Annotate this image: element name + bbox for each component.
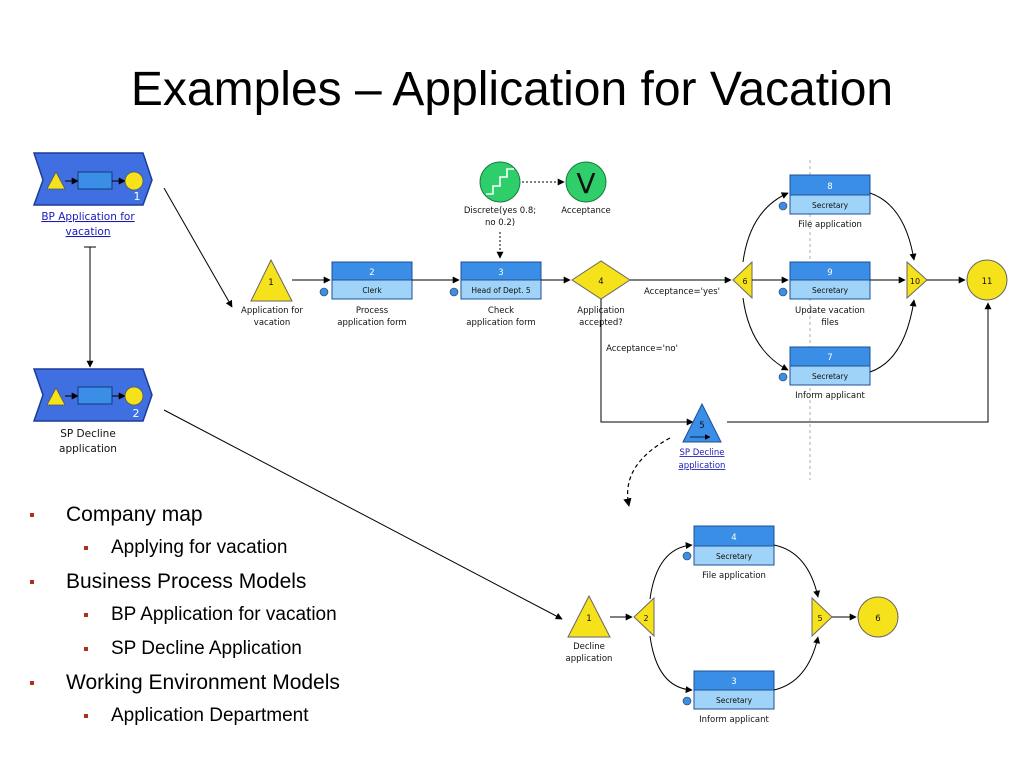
- svg-text:5: 5: [817, 614, 822, 623]
- slide-title: Examples – Application for Vacation: [130, 63, 894, 116]
- sub-function-3-label: Inform applicant: [699, 715, 769, 725]
- condition-no: Acceptance='no': [606, 344, 678, 354]
- bullet-company-map: Company map: [28, 498, 340, 531]
- bullet-bp-application: BP Application for vacation: [28, 598, 340, 632]
- svg-text:Secretary: Secretary: [812, 372, 849, 381]
- subprocess-label-line-2[interactable]: application: [679, 461, 726, 471]
- discrete-label-line-1: Discrete(yes 0.8;: [464, 206, 536, 216]
- function-3[interactable]: 3 Head of Dept. 5: [449, 261, 542, 300]
- discrete-label-line-2: no 0.2): [485, 218, 515, 228]
- svg-text:2: 2: [643, 614, 648, 623]
- sp-map-number: 2: [133, 407, 140, 420]
- main-event-1[interactable]: 1: [250, 258, 293, 302]
- bp-map-symbol-1[interactable]: 1: [32, 152, 153, 206]
- sp-map-label-line-1: SP Decline: [60, 428, 116, 440]
- svg-text:3: 3: [731, 677, 736, 687]
- subprocess-label-line-1[interactable]: SP Decline: [679, 448, 724, 458]
- svg-text:6: 6: [875, 614, 880, 624]
- svg-text:7: 7: [827, 353, 832, 363]
- svg-text:10: 10: [910, 277, 920, 286]
- function-8[interactable]: 8 Secretary: [778, 174, 871, 215]
- sub-event-1-label-line-2: application: [566, 654, 613, 664]
- svg-text:9: 9: [827, 268, 832, 278]
- svg-text:V: V: [576, 167, 595, 200]
- svg-text:5: 5: [699, 421, 704, 431]
- acceptance-variable[interactable]: V: [565, 161, 607, 203]
- condition-yes: Acceptance='yes': [644, 287, 720, 297]
- svg-text:2: 2: [369, 268, 374, 278]
- function-3-label-line-2: application form: [466, 318, 535, 328]
- bullet-list: Company map Applying for vacation Busine…: [28, 498, 340, 733]
- sp-map-symbol-2[interactable]: 2: [32, 368, 153, 422]
- svg-text:Head of Dept. 5: Head of Dept. 5: [471, 286, 530, 295]
- function-9-label-line-1: Update vacation: [795, 306, 865, 316]
- svg-text:1: 1: [268, 278, 274, 288]
- decision-4[interactable]: 4: [571, 260, 631, 300]
- sub-split-2[interactable]: 2: [633, 596, 655, 638]
- function-2-label-line-1: Process: [356, 306, 389, 316]
- svg-text:Secretary: Secretary: [716, 552, 753, 561]
- sp-detail-connector: [163, 409, 563, 620]
- join-10[interactable]: 10: [906, 260, 928, 300]
- svg-text:Secretary: Secretary: [812, 201, 849, 210]
- function-2-label-line-2: application form: [337, 318, 406, 328]
- sub-function-4[interactable]: 4 Secretary: [682, 525, 775, 566]
- svg-text:Secretary: Secretary: [812, 286, 849, 295]
- svg-text:11: 11: [982, 277, 993, 287]
- function-9[interactable]: 9 Secretary: [778, 261, 871, 300]
- svg-text:Clerk: Clerk: [362, 286, 382, 295]
- bp-detail-connector: [163, 187, 233, 308]
- function-9-label-line-2: files: [821, 318, 839, 328]
- svg-text:4: 4: [598, 277, 603, 287]
- variable-label: Acceptance: [561, 206, 610, 216]
- svg-text:4: 4: [731, 533, 736, 543]
- svg-text:1: 1: [586, 614, 592, 624]
- sub-event-1[interactable]: 1: [567, 594, 611, 638]
- svg-text:Secretary: Secretary: [716, 696, 753, 705]
- function-7-label: Inform applicant: [795, 391, 865, 401]
- sub-function-3[interactable]: 3 Secretary: [682, 670, 775, 710]
- svg-text:8: 8: [827, 182, 832, 192]
- bullet-applying-for-vacation: Applying for vacation: [28, 531, 340, 565]
- discrete-distribution[interactable]: [479, 161, 521, 203]
- sub-join-5[interactable]: 5: [811, 596, 833, 638]
- main-event-11[interactable]: 11: [966, 259, 1008, 301]
- svg-text:3: 3: [498, 268, 503, 278]
- sub-event-1-label-line-1: Decline: [573, 642, 605, 652]
- sp-map-label-line-2: application: [59, 443, 117, 455]
- bullet-application-department: Application Department: [28, 699, 340, 733]
- bullet-business-process-models: Business Process Models: [28, 565, 340, 598]
- sub-event-6[interactable]: 6: [857, 596, 899, 638]
- bullet-working-environment-models: Working Environment Models: [28, 666, 340, 699]
- event-1-label-line-1: Application for: [241, 306, 303, 316]
- sub-function-4-label: File application: [702, 571, 766, 581]
- split-6[interactable]: 6: [732, 260, 753, 300]
- subprocess-5[interactable]: 5: [682, 402, 722, 443]
- bullet-sp-decline: SP Decline Application: [28, 632, 340, 666]
- bp-map-label-line-1[interactable]: BP Application for: [41, 211, 135, 223]
- function-2[interactable]: 2 Clerk: [319, 261, 413, 300]
- bp-map-label-line-2[interactable]: vacation: [66, 226, 111, 238]
- function-3-label-line-1: Check: [488, 306, 514, 316]
- function-7[interactable]: 7 Secretary: [778, 346, 871, 386]
- bp-map-number: 1: [134, 190, 141, 203]
- svg-text:6: 6: [742, 277, 747, 286]
- function-8-label: File application: [798, 220, 862, 230]
- event-1-label-line-2: vacation: [254, 318, 290, 328]
